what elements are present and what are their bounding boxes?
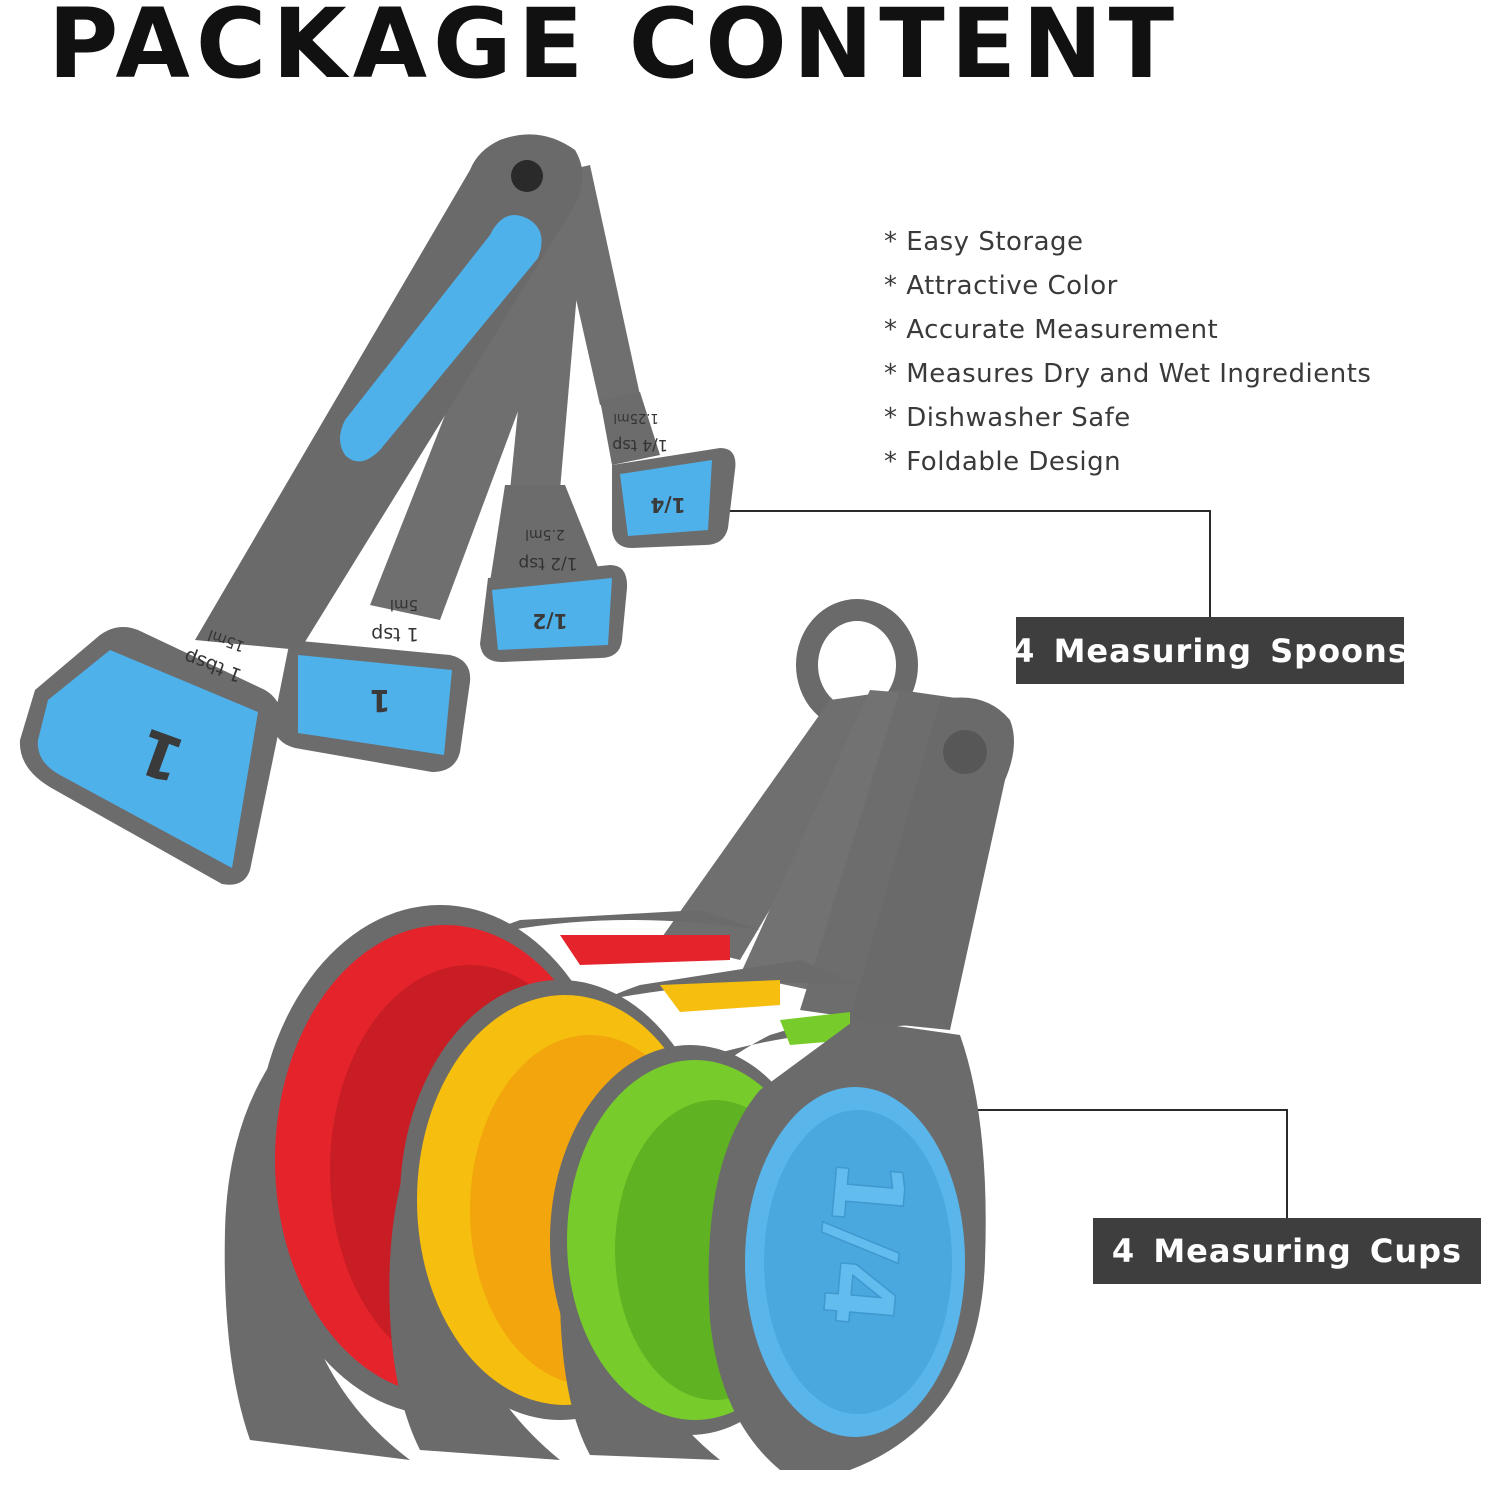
spoons-connector-line [730, 510, 1211, 617]
spoon-half-ml-marking: 2.5ml [525, 526, 565, 542]
feature-item: * Dishwasher Safe [884, 403, 1131, 433]
feature-item: * Accurate Measurement [884, 315, 1219, 345]
feature-list: * Easy Storage * Attractive Color * Accu… [884, 222, 1371, 486]
measuring-cups: 1/4 [224, 599, 1014, 1470]
spoon-tsp-name-marking: 1 tsp [371, 623, 419, 645]
hanging-hole [511, 160, 543, 192]
spoon-half-name-marking: 1/2 tsp [518, 553, 577, 573]
feature-item: * Foldable Design [884, 447, 1122, 477]
spoon-quarter-name-marking: 1/4 tsp [612, 436, 668, 455]
spoon-one-tsp: 1 1 tsp 5ml [273, 175, 595, 772]
measuring-cups-label: 4 Measuring Cups [1093, 1218, 1481, 1284]
feature-item: * Attractive Color [884, 271, 1118, 301]
spoon-half-big-marking: 1/2 [532, 609, 567, 633]
cups-connector-line [955, 1109, 1288, 1218]
spoon-tsp-ml-marking: 5ml [390, 596, 418, 614]
spoon-one-tbsp: 1 1 tbsp 15ml [19, 134, 583, 885]
feature-item: * Measures Dry and Wet Ingredients [884, 359, 1372, 389]
measuring-spoons-label: 4 Measuring Spoons [1012, 617, 1407, 684]
hanging-knob [943, 730, 987, 774]
spoon-quarter-ml-marking: 1.25ml [613, 410, 658, 425]
page-title: PACKAGE CONTENT [48, 0, 1181, 100]
cup-blue: 1/4 [708, 697, 1014, 1470]
measuring-spoons: 1/4 1/4 tsp 1.25ml 1/2 1/2 tsp 2.5ml 1 1… [19, 134, 736, 885]
spoon-quarter-big-marking: 1/4 [650, 493, 685, 517]
cup-blue-marking: 1/4 [800, 1154, 926, 1332]
feature-item: * Easy Storage [884, 227, 1084, 257]
spoon-tsp-big-marking: 1 [370, 682, 391, 717]
